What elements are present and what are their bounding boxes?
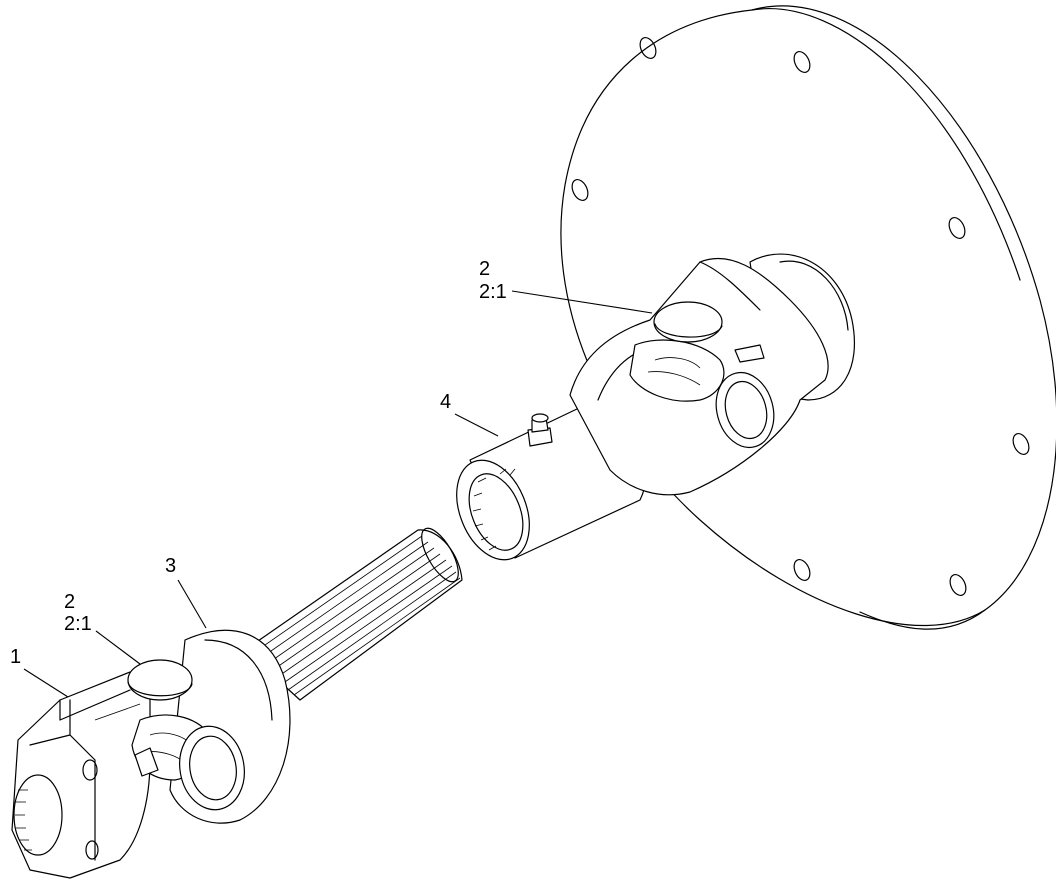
- callout-2-lower-leader: [95, 630, 141, 665]
- callout-2-upper-leader: [511, 290, 653, 314]
- shaft-spline-lines: [251, 535, 461, 696]
- upper-yoke-sleeve: [456, 257, 829, 561]
- callout-item-2-lower: 2 2:1: [64, 591, 141, 665]
- callout-3-number: 3: [165, 555, 176, 577]
- callout-4-number: 4: [440, 391, 451, 413]
- grease-nipple: [527, 413, 553, 447]
- callout-1-leader: [23, 668, 69, 698]
- lower-cross-spider: [127, 659, 245, 811]
- callout-1-number: 1: [10, 646, 21, 668]
- sleeve-internal-splines: [472, 468, 516, 551]
- callout-3-leader: [177, 579, 207, 629]
- callout-item-3: 3: [165, 555, 207, 629]
- mounting-flange: [560, 5, 1056, 630]
- callout-4-leader: [454, 413, 499, 437]
- callout-item-1: 1: [10, 646, 69, 698]
- callout-2-lower-qty: 2:1: [64, 613, 92, 635]
- callout-2-upper-qty: 2:1: [479, 281, 507, 303]
- flange-bolt-holes: [571, 37, 1030, 596]
- lower-yoke-assembly: [11, 629, 291, 879]
- callout-2-lower-number: 2: [64, 591, 75, 613]
- upper-cross-spider: [629, 301, 775, 449]
- splined-shaft: [244, 527, 463, 701]
- hub-internal-splines: [15, 789, 32, 851]
- callout-2-upper-number: 2: [479, 258, 490, 280]
- callout-item-2-upper: 2 2:1: [479, 258, 653, 314]
- callout-item-4: 4: [440, 391, 499, 437]
